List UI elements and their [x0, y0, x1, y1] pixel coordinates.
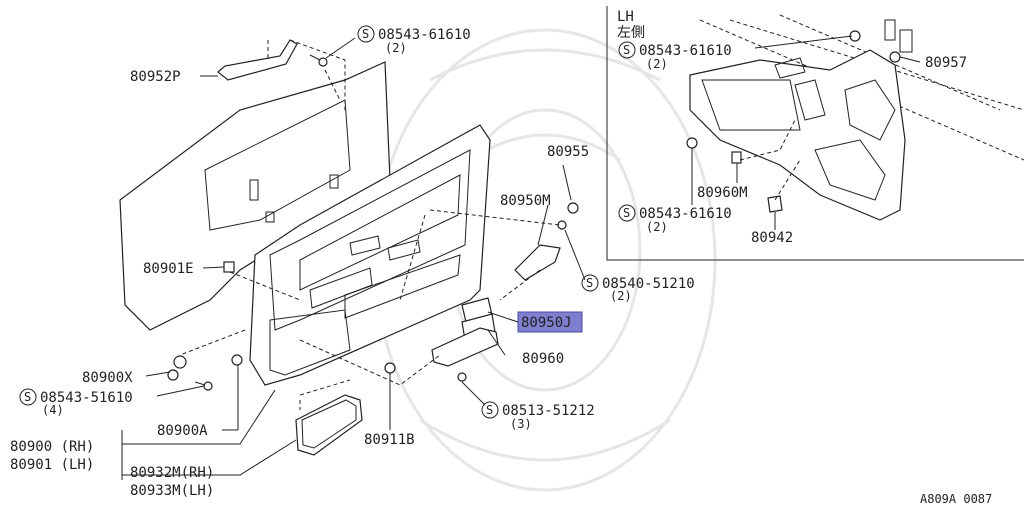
small-parts: [167, 39, 579, 456]
label-80950J: 80950J: [521, 315, 572, 331]
label-80911B: 80911B: [364, 432, 415, 448]
svg-text:S: S: [24, 390, 31, 404]
label-screw-08543-61610-top: S 08543-61610 (2): [357, 25, 471, 55]
label-80901-lh: 80901 (LH): [10, 457, 94, 473]
label-80955: 80955: [547, 144, 589, 160]
inset-title: LH: [617, 9, 634, 25]
leader-lines: [121, 37, 586, 480]
svg-text:(2): (2): [646, 220, 668, 234]
label-80932M-rh: 80932M(RH): [130, 465, 214, 481]
label-80900A: 80900A: [157, 423, 208, 439]
svg-text:08543-61610: 08543-61610: [639, 206, 732, 222]
svg-text:S: S: [586, 276, 593, 290]
svg-text:08543-61610: 08543-61610: [378, 27, 471, 43]
svg-text:08543-61610: 08543-61610: [639, 43, 732, 59]
label-lh-80957: 80957: [925, 55, 967, 71]
svg-text:(4): (4): [42, 403, 64, 417]
door-shell: [119, 61, 391, 331]
label-screw-08543-51610: S 08543-51610 (4): [19, 388, 133, 417]
label-screw-08540-51210: S 08540-51210 (2): [581, 274, 695, 303]
lh-inset-drawing: [686, 14, 1024, 230]
label-80950M: 80950M: [500, 193, 551, 209]
door-trim-panel: [249, 124, 491, 386]
label-80950J-highlighted[interactable]: 80950J: [517, 311, 583, 333]
label-lh-80942: 80942: [751, 230, 793, 246]
svg-text:(2): (2): [610, 289, 632, 303]
inset-title-jp: 左側: [617, 25, 645, 41]
label-80952P: 80952P: [130, 69, 181, 85]
label-80900-rh: 80900 (RH): [10, 439, 94, 455]
label-lh-80960M: 80960M: [697, 185, 748, 201]
svg-text:08540-51210: 08540-51210: [602, 276, 695, 292]
label-screw-08513-51212: S 08513-51212 (3): [481, 401, 595, 431]
svg-text:(2): (2): [646, 57, 668, 71]
svg-text:(2): (2): [385, 41, 407, 55]
svg-text:08513-51212: 08513-51212: [502, 403, 595, 419]
svg-text:S: S: [486, 403, 493, 417]
label-lh-screw-08543-61610-b: S 08543-61610 (2): [618, 204, 732, 234]
svg-text:08543-51610: 08543-51610: [40, 390, 133, 406]
label-80901E: 80901E: [143, 261, 194, 277]
diagram-code: A809A 0087: [920, 492, 992, 506]
screw-symbol: S: [362, 27, 369, 41]
lh-inset-frame: [606, 6, 1024, 261]
callout-labels: 80952P S 08543-61610 (2) 80955 80950M 80…: [10, 9, 992, 506]
svg-text:S: S: [623, 206, 630, 220]
svg-text:(3): (3): [510, 417, 532, 431]
label-lh-screw-08543-61610-a: S 08543-61610 (2): [618, 41, 732, 71]
svg-text:S: S: [623, 43, 630, 57]
label-80933M-lh: 80933M(LH): [130, 483, 214, 499]
label-80900X: 80900X: [82, 370, 133, 386]
label-80960: 80960: [522, 351, 564, 367]
